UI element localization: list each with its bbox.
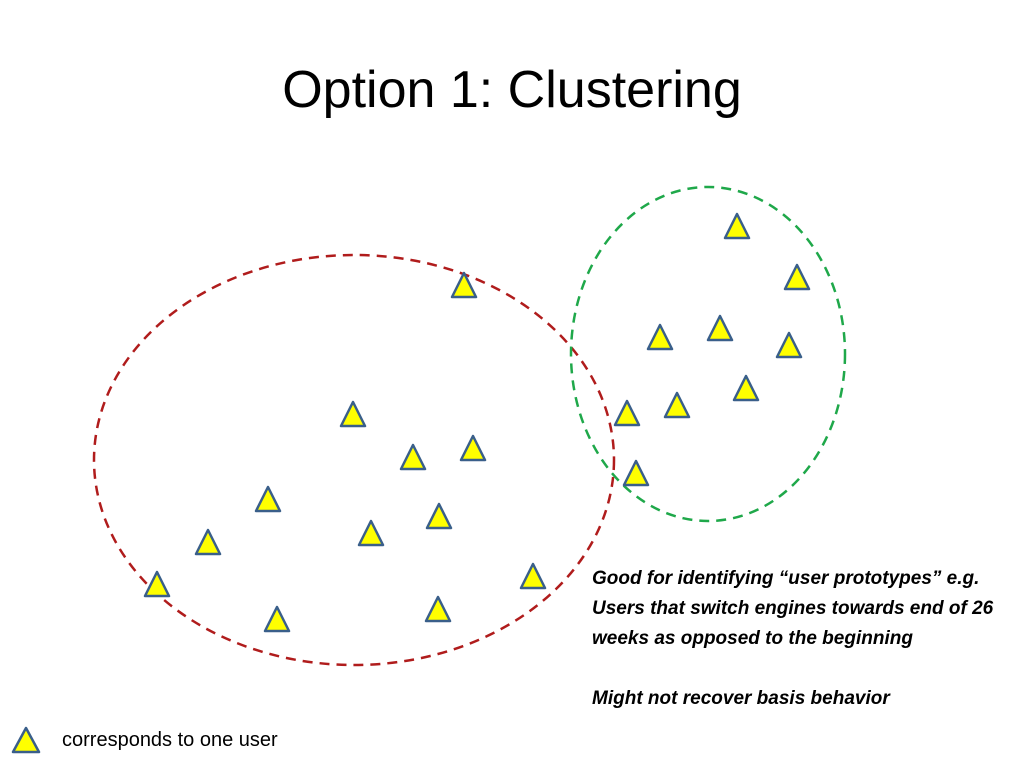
legend-label: corresponds to one user [62,728,278,751]
user-marker [775,331,803,359]
user-marker [263,605,291,633]
note-prototypes: Good for identifying “user prototypes” e… [592,568,994,649]
user-marker [425,502,453,530]
cluster-boundary-green [569,185,847,523]
user-marker [783,263,811,291]
note-limitation: Might not recover basis behavior [592,688,890,709]
user-marker [613,399,641,427]
user-marker [399,443,427,471]
user-marker [254,485,282,513]
user-marker [459,434,487,462]
legend: corresponds to one user [10,724,278,756]
user-marker [663,391,691,419]
notes-block: Good for identifying “user prototypes” e… [592,564,1022,714]
slide-title: Option 1: Clustering [282,61,742,119]
user-marker [357,519,385,547]
cluster-diagram [92,185,847,667]
triangle-marker-icon [11,726,41,754]
user-marker [424,595,452,623]
user-marker [143,570,171,598]
cluster-boundary-red [92,253,616,667]
user-marker [706,314,734,342]
user-marker [519,562,547,590]
user-marker [622,459,650,487]
user-marker [339,400,367,428]
user-marker [732,374,760,402]
user-marker [646,323,674,351]
user-marker [723,212,751,240]
user-marker [450,271,478,299]
user-marker [194,528,222,556]
user-markers [143,212,811,633]
